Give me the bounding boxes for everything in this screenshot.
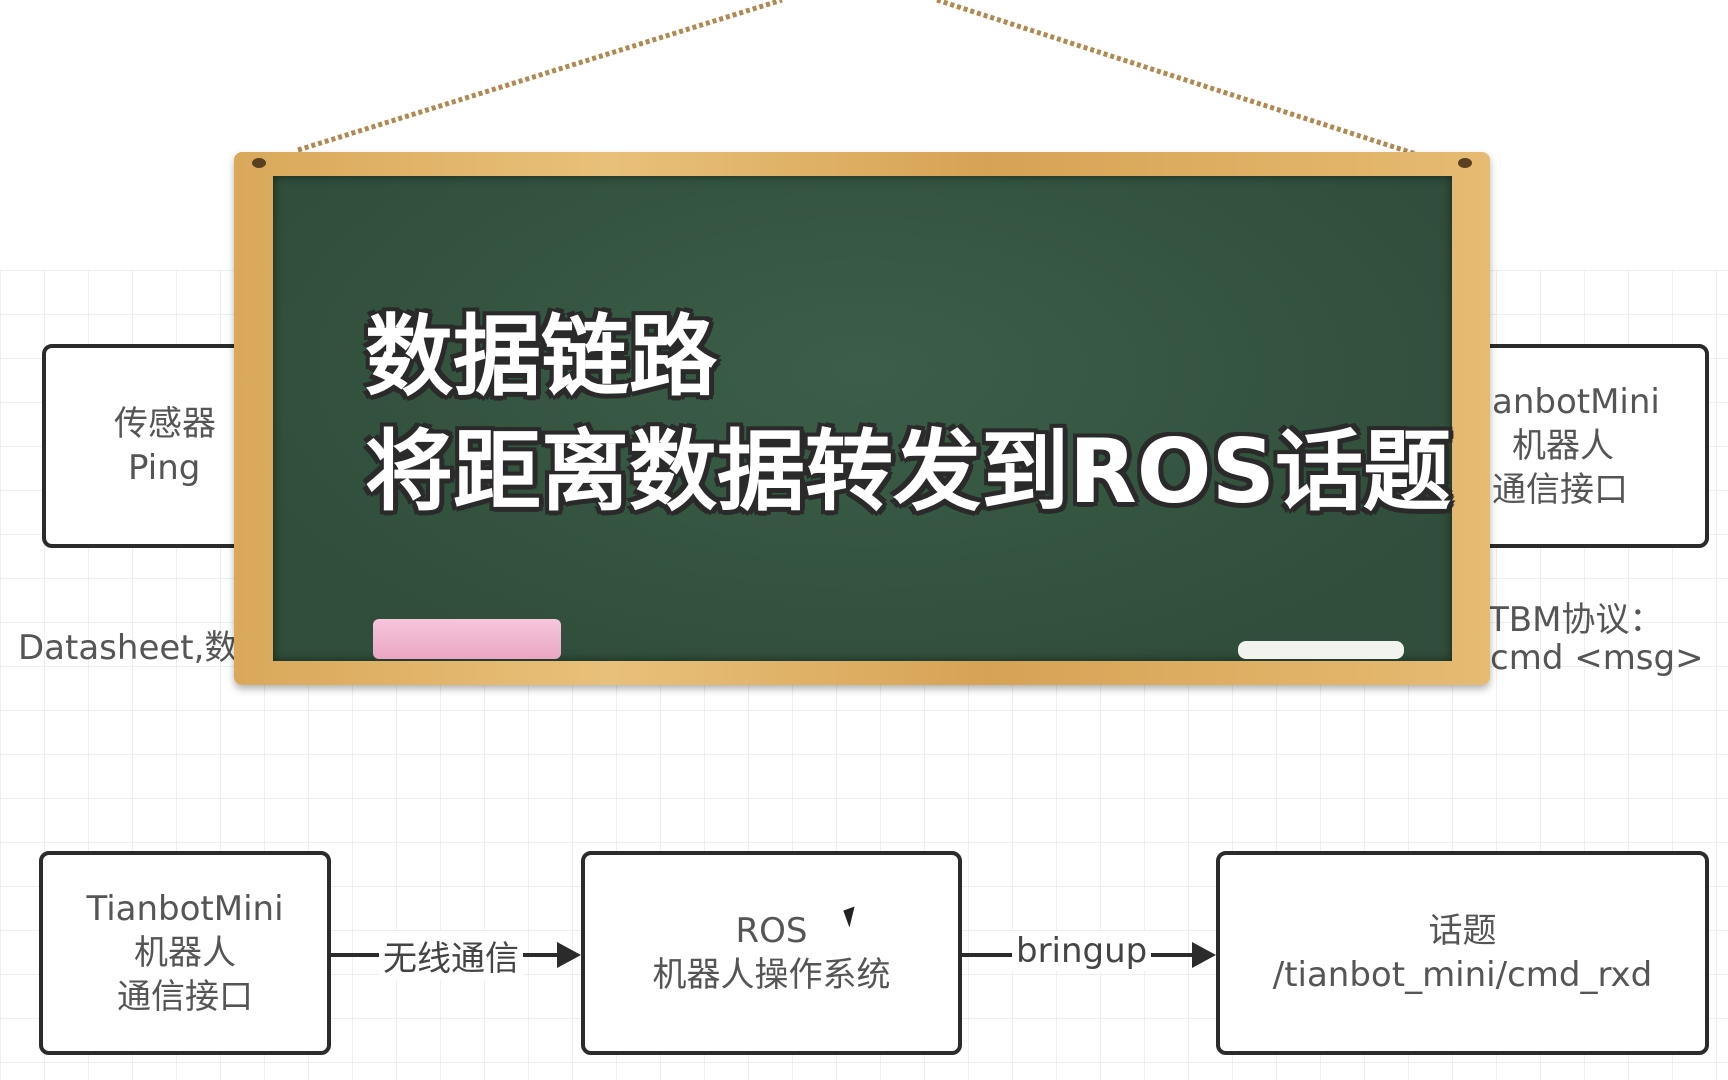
box-text: anbotMini bbox=[1492, 382, 1660, 422]
eraser-icon bbox=[373, 619, 561, 659]
box-text: 机器人操作系统 bbox=[652, 955, 891, 995]
box-text: 通信接口 bbox=[1492, 470, 1628, 510]
tbm-command-label: cmd <msg> bbox=[1490, 638, 1704, 678]
box-text: /tianbot_mini/cmd_rxd bbox=[1272, 955, 1653, 995]
tbm-protocol-label: TBM协议： bbox=[1488, 600, 1664, 640]
arrow-bringup: bringup bbox=[962, 931, 1216, 971]
arrow-wireless: 无线通信 bbox=[331, 931, 581, 980]
diagram-box-tianbot-mini: TianbotMini 机器人 通信接口 bbox=[39, 851, 331, 1055]
diagram-box-topic: 话题 /tianbot_mini/cmd_rxd bbox=[1216, 851, 1709, 1055]
board-title: 数据链路 bbox=[365, 305, 718, 408]
nail-icon bbox=[252, 158, 266, 168]
arrow-label: 无线通信 bbox=[379, 931, 523, 980]
box-text: 机器人 bbox=[1512, 426, 1614, 466]
box-text: 机器人 bbox=[134, 933, 236, 973]
board-subtitle: 将距离数据转发到ROS话题 bbox=[365, 420, 1451, 523]
chalkboard-surface: 数据链路 将距离数据转发到ROS话题 bbox=[273, 176, 1452, 661]
box-text: 通信接口 bbox=[117, 977, 253, 1017]
box-text: TianbotMini bbox=[86, 889, 284, 929]
diagram-box-ros: ROS 机器人操作系统 bbox=[581, 851, 962, 1055]
box-text: ROS bbox=[735, 911, 808, 951]
box-text: 传感器 bbox=[114, 404, 216, 444]
datasheet-label: Datasheet,数 bbox=[18, 628, 239, 668]
box-text: 话题 bbox=[1428, 911, 1497, 951]
box-text: Ping bbox=[128, 448, 201, 488]
arrow-label: bringup bbox=[1012, 931, 1152, 971]
chalkboard: 数据链路 将距离数据转发到ROS话题 bbox=[234, 152, 1490, 685]
nail-icon bbox=[1458, 158, 1472, 168]
rope-icon bbox=[297, 0, 1423, 159]
chalk-icon bbox=[1238, 641, 1404, 659]
